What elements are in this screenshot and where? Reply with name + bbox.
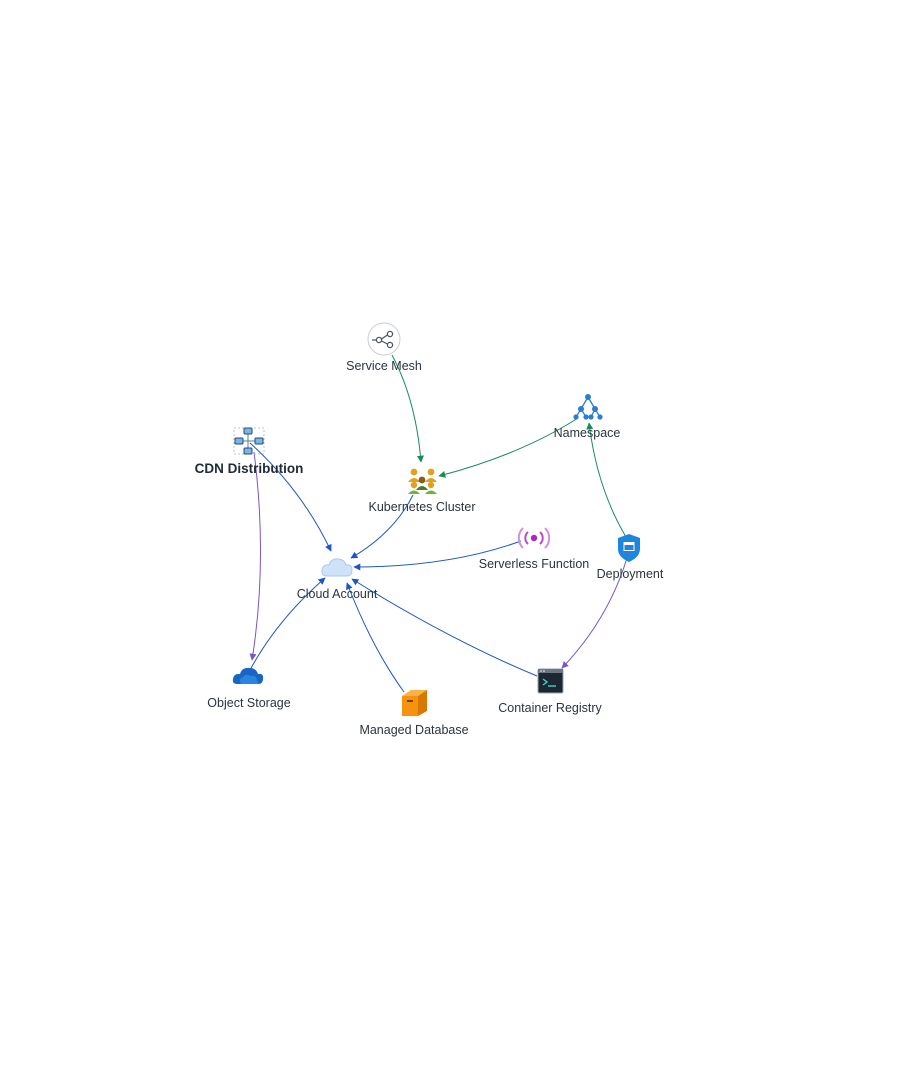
edge-kubernetes-cluster-to-cloud-account [350,494,414,559]
edge-object-storage-to-cloud-account [249,577,326,671]
people-group-icon[interactable] [408,468,437,494]
edge-deployment-to-container-registry [561,557,628,669]
cloud-icon[interactable] [321,558,353,577]
node-label-kubernetes-cluster: Kubernetes Cluster [368,500,476,514]
node-label-managed-database: Managed Database [359,723,469,737]
broadcast-icon[interactable] [517,527,551,549]
edge-serverless-function-to-cloud-account [353,540,522,571]
box-icon[interactable] [402,690,427,716]
hierarchy-icon[interactable] [573,394,603,420]
shield-window-icon[interactable] [618,534,640,562]
node-label-namespace: Namespace [553,426,621,440]
node-label-service-mesh: Service Mesh [346,359,422,373]
network-grid-icon[interactable] [233,427,265,455]
edge-managed-database-to-cloud-account [345,582,405,693]
node-label-serverless-function: Serverless Function [478,557,590,571]
edge-cdn-distribution-to-cloud-account [249,442,332,552]
node-label-cloud-account: Cloud Account [296,587,378,601]
edge-deployment-to-namespace [586,422,627,538]
node-label-deployment: Deployment [596,567,664,581]
edge-namespace-to-kubernetes-cluster [438,417,579,478]
edge-container-registry-to-cloud-account [351,578,538,677]
cloud-storage-icon[interactable] [232,667,264,684]
node-label-object-storage: Object Storage [207,696,291,710]
node-label-container-registry: Container Registry [498,701,602,715]
share-nodes-icon[interactable] [367,322,401,356]
edge-service-mesh-to-kubernetes-cluster [391,354,424,463]
terminal-icon[interactable] [537,668,564,694]
edge-cdn-distribution-to-object-storage [249,451,262,661]
node-label-cdn-distribution: CDN Distribution [194,461,304,476]
